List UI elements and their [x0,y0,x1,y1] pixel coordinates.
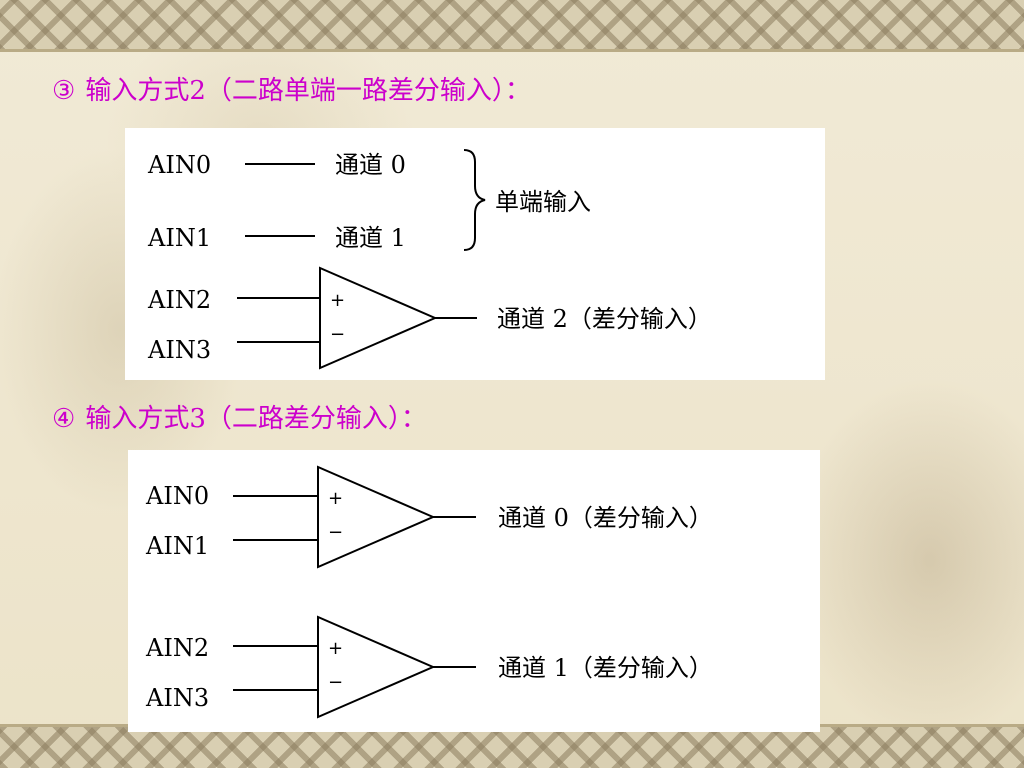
diff1-plus-pin-label: AIN2 [145,634,209,662]
single-ended-brace-icon [463,149,486,251]
diff1-amplifier-icon [317,615,436,719]
section3-heading: ③ 输入方式2（二路单端一路差分输入）： [52,70,531,107]
se1-channel-label: 通道 1 [335,224,406,252]
section4-title: 输入方式3（二路差分输入）： [85,404,427,434]
section3-diagram: AIN0 通道 0 AIN1 通道 1 单端输入 AIN2 AIN3 + − 通… [125,128,825,380]
diff1-plus-sign: + [328,638,343,659]
section3-number: ③ [52,76,76,106]
section4-number: ④ [52,404,76,434]
se0-channel-label: 通道 0 [335,151,406,179]
diff0-plus-sign: + [328,488,343,509]
diff2-minus-sign: − [330,324,345,345]
section4-heading: ④ 输入方式3（二路差分输入）： [52,398,427,435]
diff1-channel-label: 通道 1（差分输入） [498,654,713,682]
diff0-minus-pin-label: AIN1 [145,532,209,560]
diff0-plus-pin-label: AIN0 [145,482,209,510]
section3-title: 输入方式2（二路单端一路差分输入）： [85,76,531,106]
diff2-plus-sign: + [330,290,345,311]
top-decorative-border [0,0,1024,52]
diff2-channel-label: 通道 2（差分输入） [497,305,712,333]
se0-pin-label: AIN0 [147,151,211,179]
section4-diagram: AIN0 AIN1 + − 通道 0（差分输入） AIN2 AIN3 + − 通… [128,450,820,732]
single-ended-label: 单端输入 [495,188,591,216]
diff1-minus-sign: − [328,672,343,693]
diff0-minus-sign: − [328,522,343,543]
diff2-minus-pin-label: AIN3 [147,336,211,364]
diff0-channel-label: 通道 0（差分输入） [498,504,713,532]
diff2-plus-pin-label: AIN2 [147,286,211,314]
se1-pin-label: AIN1 [147,224,211,252]
diff2-amplifier-icon [319,266,438,370]
diff1-minus-pin-label: AIN3 [145,684,209,712]
diff0-amplifier-icon [317,465,436,569]
